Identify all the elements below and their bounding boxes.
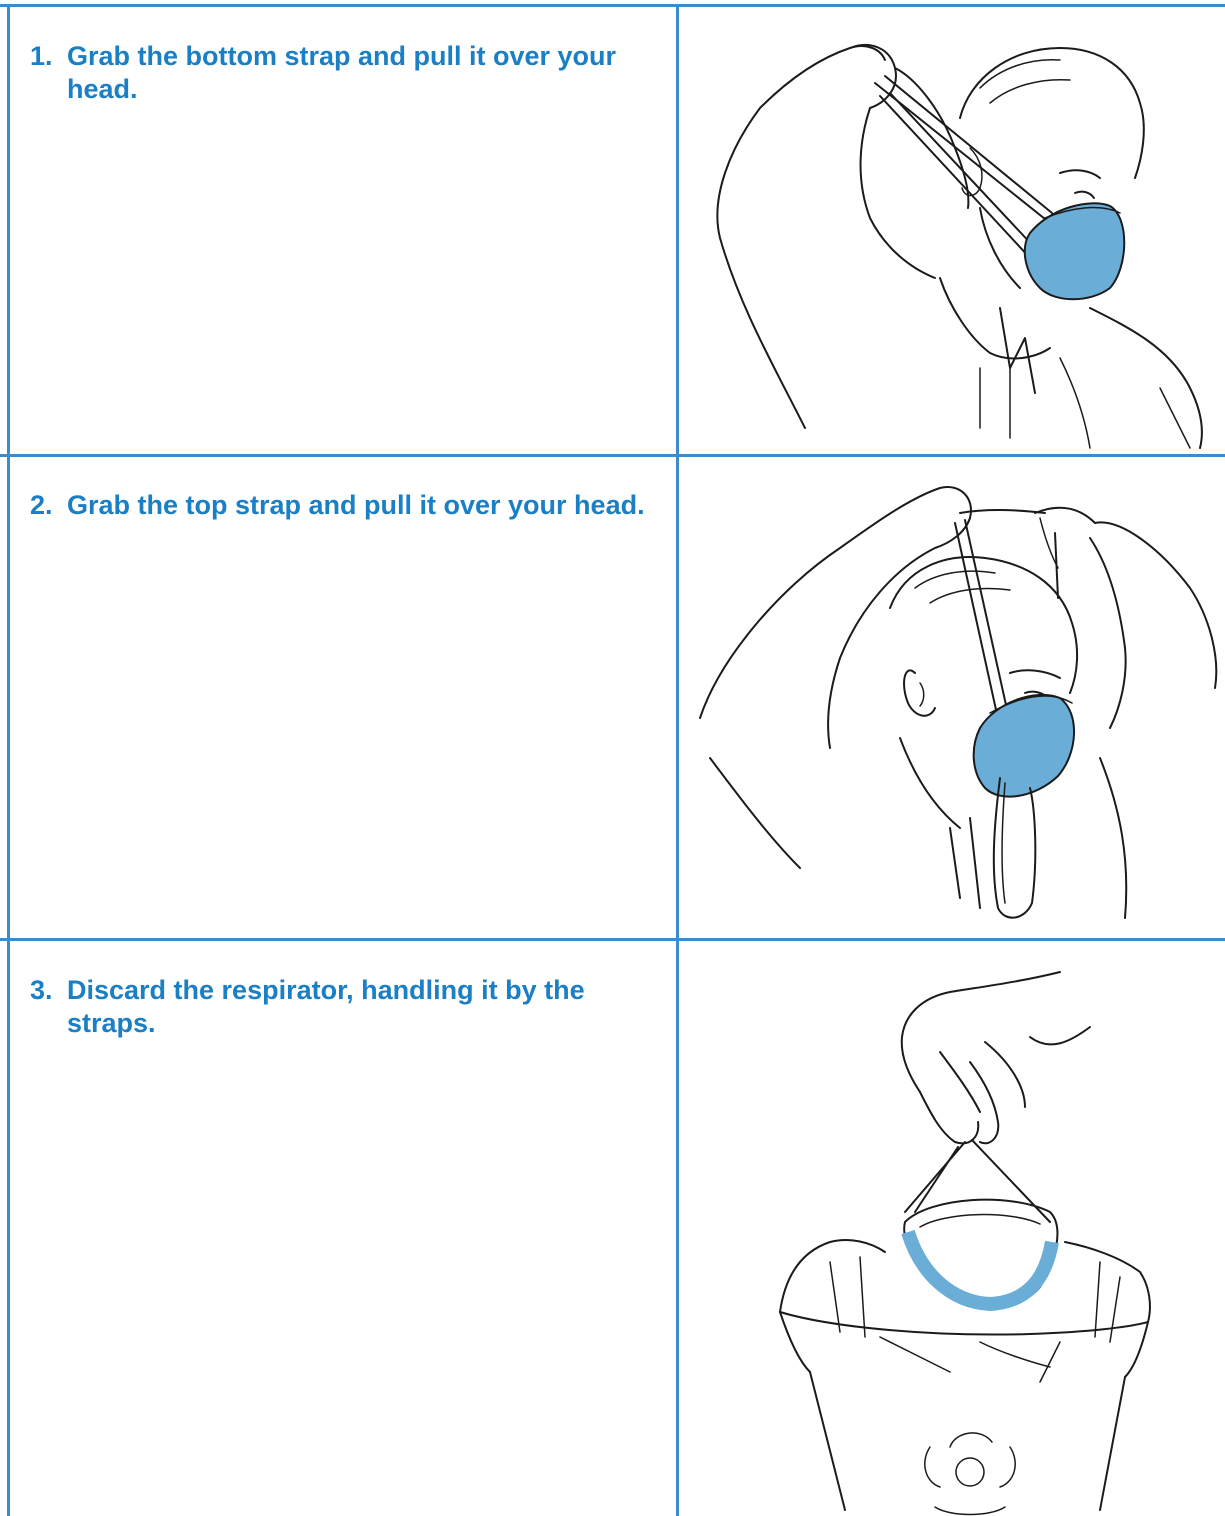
row-divider-1 xyxy=(0,454,1225,457)
step-3-illustration xyxy=(680,942,1225,1516)
step-2-text-cell: 2. Grab the top strap and pull it over y… xyxy=(30,489,650,522)
step-1-illustration xyxy=(680,8,1225,454)
step-2-instruction: Grab the top strap and pull it over your… xyxy=(67,489,650,522)
step-2-number: 2. xyxy=(30,489,67,522)
step-1-instruction: Grab the bottom strap and pull it over y… xyxy=(67,40,650,106)
step-3-instruction: Discard the respirator, handling it by t… xyxy=(67,974,650,1040)
table-border-top xyxy=(0,4,1225,7)
table-border-left xyxy=(7,4,10,1516)
column-divider xyxy=(676,4,679,1516)
step-1-number: 1. xyxy=(30,40,67,106)
biohazard-icon xyxy=(925,1433,1015,1515)
step-3-text-cell: 3. Discard the respirator, handling it b… xyxy=(30,974,650,1040)
step-2-illustration xyxy=(680,458,1225,936)
step-3-number: 3. xyxy=(30,974,67,1040)
row-divider-2 xyxy=(0,938,1225,941)
step-1-text-cell: 1. Grab the bottom strap and pull it ove… xyxy=(30,40,650,106)
